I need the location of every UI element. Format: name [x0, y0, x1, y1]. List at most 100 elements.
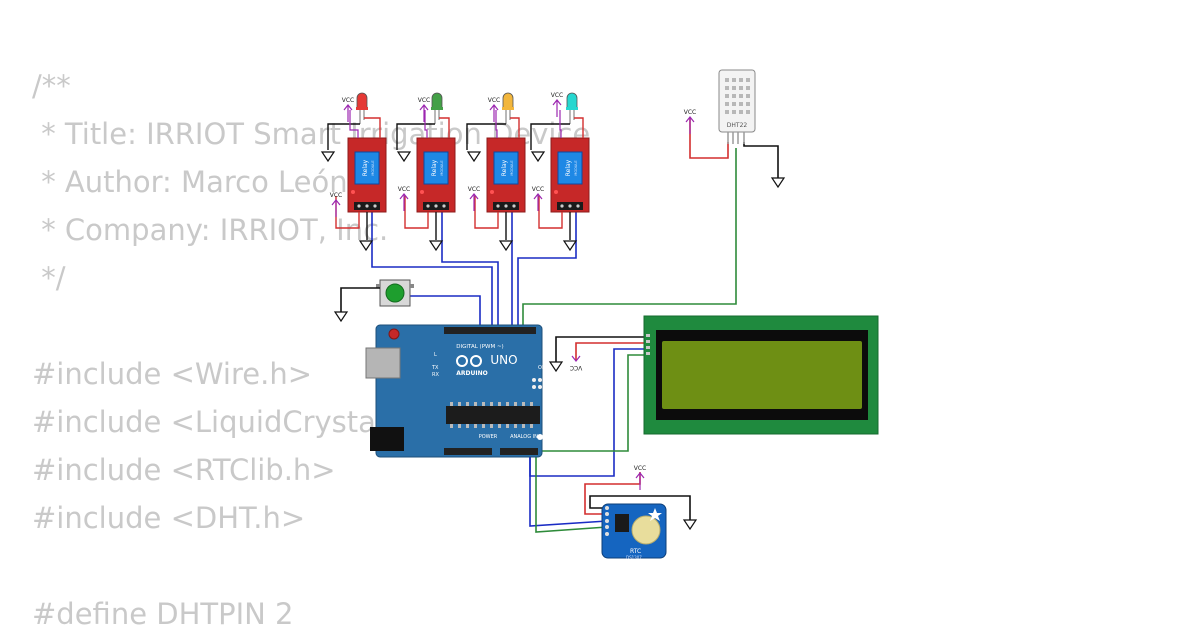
vcc-symbol: VCC: [488, 97, 500, 122]
digital-header-label: DIGITAL (PWM ~): [456, 344, 503, 350]
code-line: * Author: Marco León: [32, 165, 348, 199]
relay-coil: [557, 151, 583, 185]
arduino-model-label: UNO: [490, 353, 517, 367]
arduino-uno-board: DIGITAL (PWM ~) UNO ARDUINO ON TX RX L P…: [365, 324, 546, 458]
push-button[interactable]: [376, 279, 414, 307]
relay-label: Relay: [565, 159, 572, 176]
ground-icon: [548, 361, 564, 373]
vcc-symbol: VCC: [634, 465, 646, 490]
lcd-screen: [662, 341, 862, 409]
vcc-symbol: VCC: [468, 186, 480, 211]
code-line: /**: [32, 69, 71, 103]
relay-sub-label: MODULE: [371, 160, 375, 175]
ground-icon: [333, 311, 349, 323]
vcc-symbol: VCC: [532, 186, 544, 211]
wire-dht-data: [522, 148, 737, 330]
dht22-sensor: DHT22: [718, 69, 756, 144]
vcc-label: VCC: [634, 465, 646, 472]
wire-button: [410, 295, 481, 330]
rtc-module: RTC DS1307: [601, 503, 667, 560]
rtc-chip: [615, 514, 629, 532]
usb-port: [365, 347, 401, 379]
code-line: #include <Wire.h>: [32, 357, 313, 391]
relay-sub-label: MODULE: [574, 160, 578, 175]
vcc-label: VCC: [488, 97, 500, 104]
wire-rtc-scl: [535, 456, 608, 533]
relay-coil: [493, 151, 519, 185]
vcc-label: VCC: [551, 92, 563, 99]
ground-icon: [396, 151, 412, 163]
wire-rtc-sda: [529, 456, 608, 527]
code-line: #include <RTClib.h>: [32, 453, 336, 487]
vcc-symbol: VCC: [684, 109, 696, 134]
power-header-label: POWER: [479, 434, 498, 440]
analog-header-label: ANALOG IN: [510, 434, 538, 440]
analog-header-pins: [500, 448, 538, 455]
vcc-label: VCC: [532, 186, 544, 193]
ground-icon: [358, 240, 374, 252]
led-red: [356, 92, 368, 124]
vcc-symbol: VCC: [342, 97, 354, 122]
vcc-symbol: VCC: [551, 92, 563, 117]
vcc-label: VCC: [570, 364, 582, 371]
vcc-symbol-rotated: VCC: [570, 355, 582, 371]
code-background: /** * Title: IRRIOT Smart Irrigation Dev…: [32, 62, 590, 638]
l-label: L: [434, 352, 437, 358]
vcc-label: VCC: [330, 192, 342, 199]
ground-icon: [498, 240, 514, 252]
wire-dht-vcc: [689, 118, 729, 159]
wire-rtc-gnd: [589, 495, 691, 520]
rtc-label: RTC: [630, 548, 641, 555]
wire-dht-gnd: [743, 142, 779, 178]
arduino-brand-label: ARDUINO: [456, 370, 487, 377]
relay-sub-label: MODULE: [440, 160, 444, 175]
code-line: * Company: IRRIOT, Inc.: [32, 213, 389, 247]
ground-icon: [530, 151, 546, 163]
ground-icon: [466, 151, 482, 163]
power-jack: [370, 427, 404, 451]
ground-icon: [428, 240, 444, 252]
ground-icon: [682, 519, 698, 531]
rtc-sub-label: DS1307: [626, 555, 642, 560]
reset-button[interactable]: [388, 328, 400, 340]
wires: [371, 118, 779, 533]
atmega-chip: [446, 406, 540, 424]
vcc-symbol: VCC: [398, 186, 410, 211]
code-line: */: [32, 261, 66, 295]
led-green: [431, 92, 443, 124]
vcc-label: VCC: [342, 97, 354, 104]
wire-relay1-signal: [371, 212, 493, 330]
digital-header: [444, 327, 536, 334]
power-symbols: VCC VCC VCC VCC VCC VCC VCC VCC VCC VCC VCC: [320, 92, 786, 531]
led-yellow: [502, 92, 514, 124]
wire-lcd-gnd: [555, 336, 646, 362]
relay-label: Relay: [362, 159, 369, 176]
star-icon: [648, 508, 662, 521]
relay-sub-label: MODULE: [510, 160, 514, 175]
vcc-label: VCC: [468, 186, 480, 193]
wire-lcd-vcc: [575, 342, 646, 360]
wire-lcd-scl: [540, 354, 646, 452]
wire-button-gnd: [340, 287, 380, 312]
wire-relay2-signal: [441, 212, 499, 330]
relay-coil: [423, 151, 449, 185]
rx-label: RX: [432, 372, 439, 378]
arduino-logo-icon: [456, 355, 482, 367]
ground-icon: [770, 177, 786, 189]
vcc-symbol: VCC: [418, 97, 430, 122]
wire-relay4-signal: [517, 212, 577, 330]
vcc-label: VCC: [418, 97, 430, 104]
ground-icon: [320, 151, 336, 163]
coin-battery-icon: [631, 515, 661, 545]
vcc-label: VCC: [684, 109, 696, 116]
relay-label: Relay: [431, 159, 438, 176]
led-cyan: [566, 92, 578, 124]
vcc-symbol: VCC: [330, 192, 342, 217]
vcc-label: VCC: [398, 186, 410, 193]
